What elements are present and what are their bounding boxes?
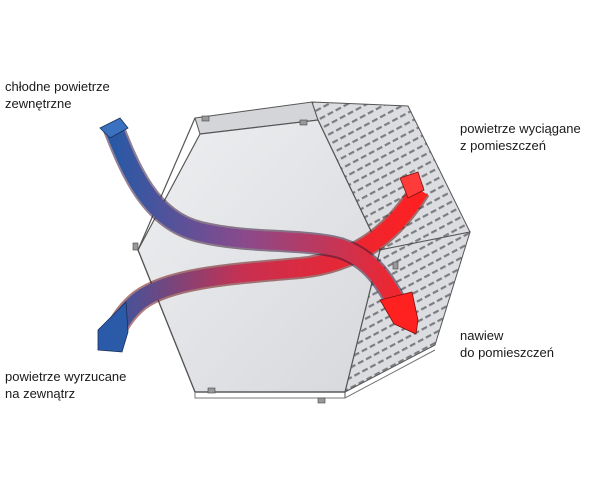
label-cold-outdoor-air-line1: chłodne powietrze <box>5 79 110 94</box>
label-cold-outdoor-air: chłodne powietrze zewnętrzne <box>5 78 110 112</box>
label-supply-air-line1: nawiew <box>460 328 504 343</box>
outdoor-to-supply-arrow <box>99 117 419 335</box>
clip-top-right <box>299 119 308 126</box>
label-exhaust-air-line1: powietrze wyrzucane <box>5 369 127 384</box>
label-cold-outdoor-air-line2: zewnętrzne <box>5 96 72 111</box>
label-extract-air-line1: powietrze wyciągane <box>460 121 581 136</box>
clip-left <box>132 242 139 251</box>
extract-to-exhaust-arrow <box>97 171 430 353</box>
label-supply-air: nawiew do pomieszczeń <box>460 327 554 361</box>
label-extract-air-line2: z pomieszczeń <box>460 138 546 153</box>
label-exhaust-air-line2: na zewnątrz <box>5 386 76 401</box>
label-extract-air: powietrze wyciągane z pomieszczeń <box>460 120 581 154</box>
clip-bottom-right <box>317 397 326 404</box>
exhaust-arrow-head <box>97 301 129 353</box>
clip-bottom-left <box>207 387 216 394</box>
label-exhaust-air: powietrze wyrzucane na zewnątrz <box>5 368 126 402</box>
clip-top-left <box>201 115 210 122</box>
supply-arrow-head <box>379 291 419 335</box>
label-supply-air-line2: do pomieszczeń <box>460 345 554 360</box>
clip-right <box>392 261 399 270</box>
